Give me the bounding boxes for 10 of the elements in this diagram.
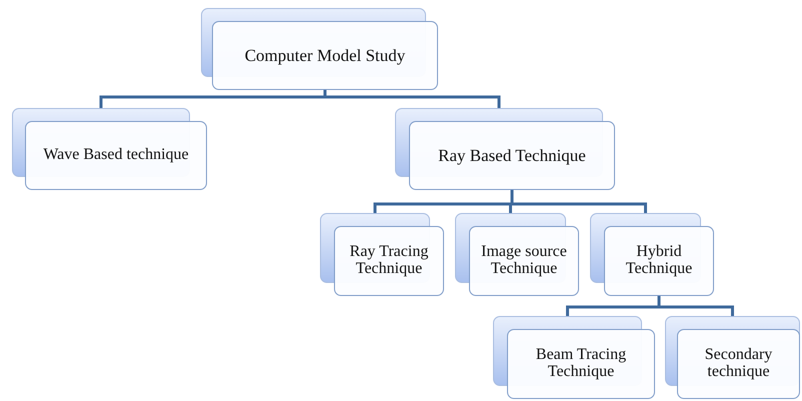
- node-label: Computer Model Study: [244, 46, 406, 64]
- connector-line: [658, 296, 734, 316]
- node-label: Secondary technique: [704, 347, 774, 381]
- node-label: Ray Based Technique: [438, 146, 586, 164]
- node-label: Wave Based technique: [43, 147, 189, 164]
- connector-line: [510, 190, 647, 213]
- node-label: Ray Tracing Technique: [348, 244, 430, 278]
- node-label: Beam Tracing Technique: [534, 347, 628, 381]
- node-label: Hybrid Technique: [624, 244, 694, 278]
- node-label: Image source Technique: [480, 244, 568, 278]
